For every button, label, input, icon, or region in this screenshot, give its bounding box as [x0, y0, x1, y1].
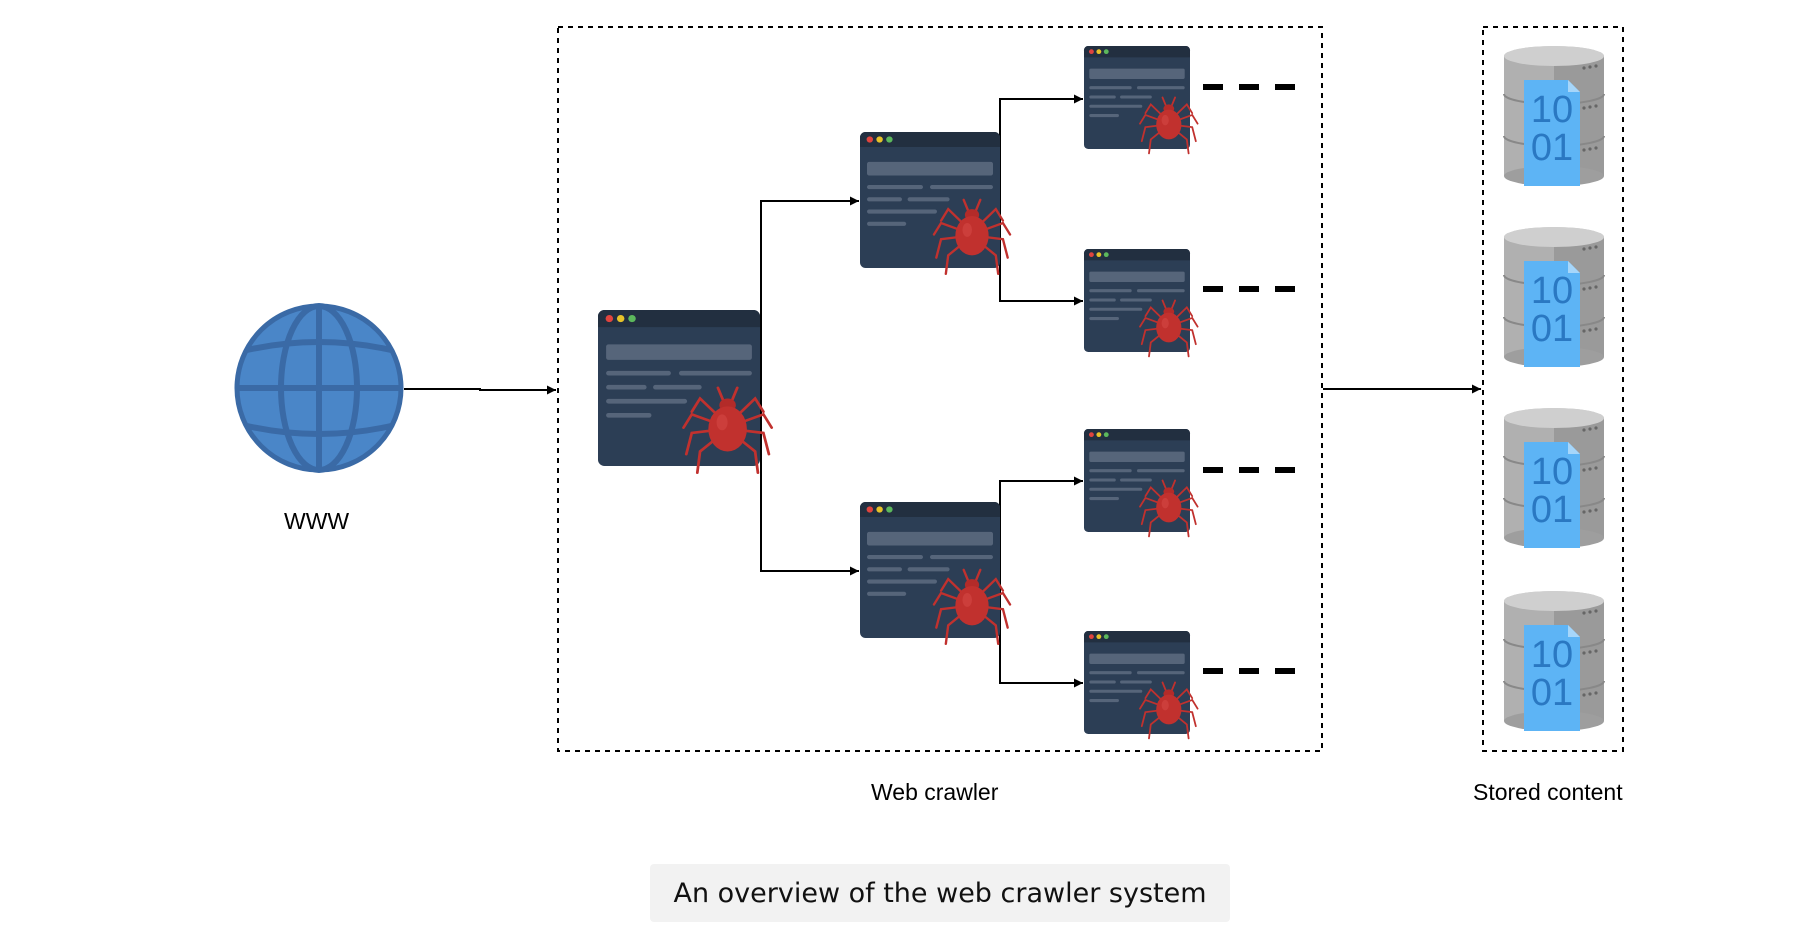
svg-text:01: 01 — [1531, 127, 1573, 169]
arrow-top-to-leaf-2 — [999, 201, 1083, 306]
crawler-page-level1-top — [860, 132, 1010, 274]
arrow-root-to-top — [760, 196, 859, 389]
stored-content-container — [1482, 26, 1624, 752]
svg-text:01: 01 — [1531, 308, 1573, 350]
arrow-top-to-leaf-1 — [999, 94, 1083, 201]
web-crawler-label: Web crawler — [871, 779, 999, 805]
crawler-page-root — [598, 310, 772, 473]
svg-text:10: 10 — [1531, 451, 1573, 493]
crawler-page-leaf-3 — [1084, 429, 1198, 536]
database-icon: 10 01 — [1503, 590, 1605, 732]
arrow-bottom-to-leaf-4 — [999, 571, 1083, 688]
crawler-page-level1-bottom — [860, 502, 1010, 644]
crawler-page-leaf-4 — [1084, 631, 1198, 738]
svg-text:01: 01 — [1531, 672, 1573, 714]
web-crawler-container — [557, 26, 1323, 752]
globe-icon — [234, 303, 404, 473]
arrow-www-to-crawler — [404, 385, 556, 395]
database-icon: 10 01 — [1503, 45, 1605, 187]
database-icon: 10 01 — [1503, 226, 1605, 368]
www-label: WWW — [284, 508, 350, 534]
database-icon: 10 01 — [1503, 407, 1605, 549]
crawler-page-leaf-1 — [1084, 46, 1198, 153]
svg-text:10: 10 — [1531, 270, 1573, 312]
svg-text:10: 10 — [1531, 89, 1573, 131]
svg-text:10: 10 — [1531, 634, 1573, 676]
svg-text:01: 01 — [1531, 489, 1573, 531]
stored-content-label: Stored content — [1473, 779, 1623, 805]
arrow-root-to-bottom — [760, 389, 859, 576]
arrow-bottom-to-leaf-3 — [999, 476, 1083, 571]
crawler-page-leaf-2 — [1084, 249, 1198, 356]
diagram-caption: An overview of the web crawler system — [650, 864, 1230, 922]
